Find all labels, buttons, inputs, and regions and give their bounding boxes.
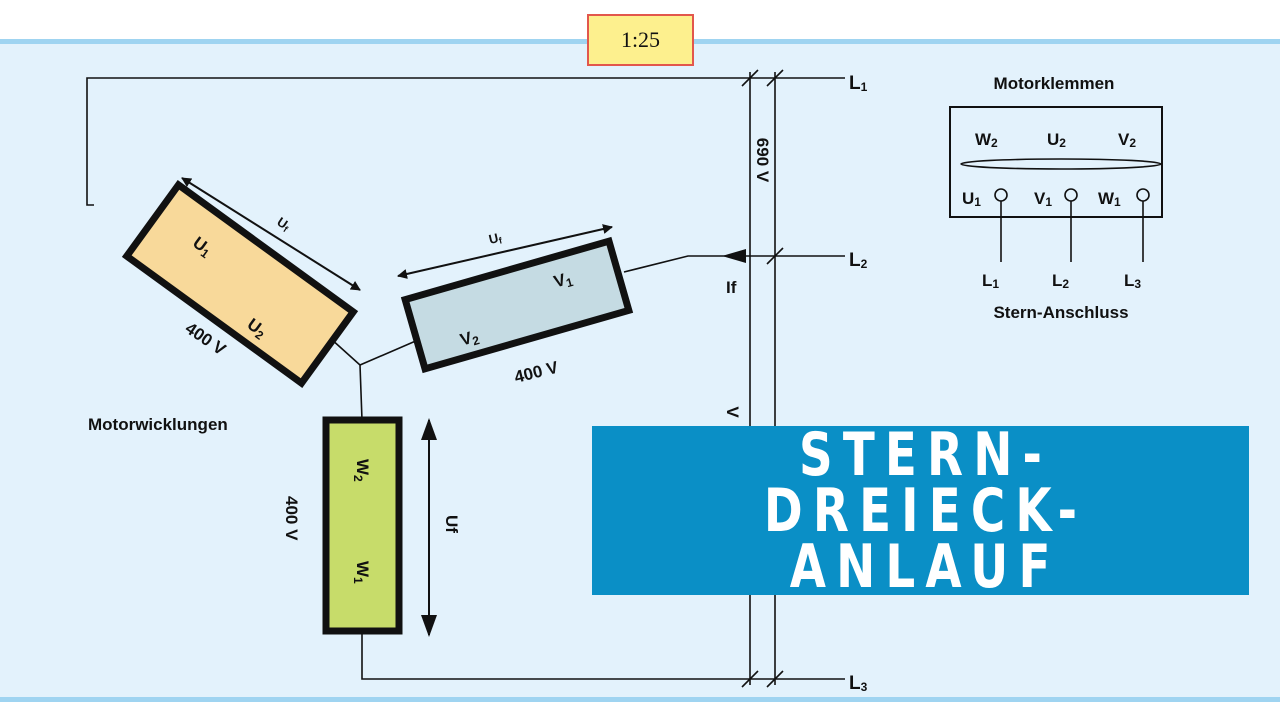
line-label-l2: L2 bbox=[849, 250, 868, 271]
terminal-top-v2: V2 bbox=[1118, 130, 1136, 150]
bottom-frame-line bbox=[0, 697, 1280, 702]
winding-w-voltage: 400 V bbox=[282, 496, 301, 541]
winding-w: W2 W1 bbox=[322, 416, 403, 635]
terminal-box-caption: Stern-Anschluss bbox=[993, 303, 1128, 322]
timestamp-badge: 1:25 bbox=[587, 14, 694, 66]
terminal-line-l2: L2 bbox=[1052, 271, 1069, 291]
terminal-line-l3: L3 bbox=[1124, 271, 1141, 291]
phase-voltage-label: V bbox=[723, 406, 742, 418]
line-voltage-label: 690 V bbox=[753, 138, 772, 183]
title-line-1: STERN-DREIECK- bbox=[763, 419, 1088, 546]
terminal-line-l1: L1 bbox=[982, 271, 999, 291]
terminal-bottom-w1: W1 bbox=[1098, 189, 1121, 209]
terminal-top-w2: W2 bbox=[975, 130, 998, 150]
line-label-l1: L1 bbox=[849, 73, 868, 94]
terminal-box-title: Motorklemmen bbox=[994, 74, 1115, 93]
title-line-2: ANLAUF bbox=[790, 531, 1061, 602]
star-bridge bbox=[960, 158, 1162, 170]
winding-v-voltage-label: Uf bbox=[487, 229, 504, 248]
line-label-l3: L3 bbox=[849, 673, 868, 694]
terminal-box: Motorklemmen W2 U2 V2 U1 V1 W1 bbox=[949, 74, 1163, 322]
terminal-bottom-v1: V1 bbox=[1034, 189, 1052, 209]
winding-u-voltage-arrow bbox=[181, 177, 361, 291]
current-label: If bbox=[726, 278, 737, 297]
terminal-top-u2: U2 bbox=[1047, 130, 1066, 150]
winding-w-voltage-label: Uf bbox=[442, 515, 461, 533]
motor-windings-label: Motorwicklungen bbox=[88, 415, 228, 434]
winding-v-voltage-arrow bbox=[397, 224, 613, 279]
winding-w-end-label: W2 bbox=[351, 459, 372, 482]
winding-w-start-label: W1 bbox=[351, 561, 372, 584]
title-banner: STERN-DREIECK- ANLAUF bbox=[592, 419, 1249, 602]
diagram-background bbox=[0, 42, 1280, 702]
terminal-bottom-u1: U1 bbox=[962, 189, 981, 209]
current-arrow-icon bbox=[722, 249, 746, 263]
